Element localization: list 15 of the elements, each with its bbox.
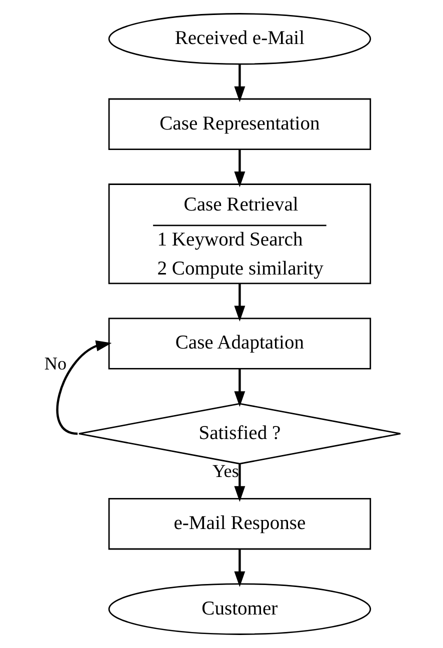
node-ellipse: Customer (108, 583, 371, 635)
node-box: Case Retrieval 1 Keyword Search 2 Compute similarity (108, 184, 371, 284)
arrow (234, 368, 245, 407)
arrow (234, 549, 245, 587)
arrow (234, 150, 245, 188)
node-box: e-Mail Response (108, 498, 371, 550)
arrow (56, 340, 112, 435)
node-box: Case Representation (108, 98, 371, 150)
node-ellipse: Received e-Mail (108, 13, 371, 65)
arrow (234, 464, 245, 502)
arrow (234, 284, 245, 322)
edge-label: No (44, 354, 66, 374)
node-diamond: Satisfied ? (78, 402, 401, 464)
node-box: Case Adaptation (108, 318, 371, 370)
arrow (234, 64, 245, 102)
